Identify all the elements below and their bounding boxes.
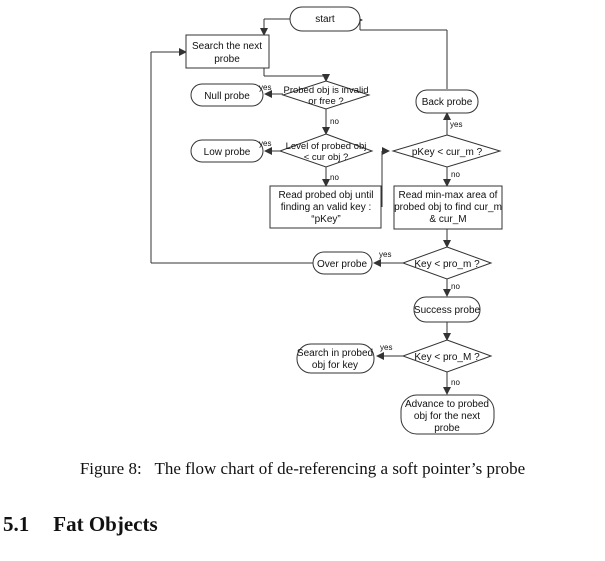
node-start <box>289 6 361 32</box>
section-title: Fat Objects <box>53 512 158 536</box>
node-over-probe <box>312 251 373 275</box>
label-search-in-probed: Search in probed <box>297 348 373 359</box>
edge-label-yes-null: yes <box>259 83 271 92</box>
label-null-probe: Null probe <box>204 91 250 102</box>
edge-label-yes-over: yes <box>379 250 391 259</box>
label-advance-2: obj for the next <box>414 411 480 422</box>
edge-label-no-pro-m: no <box>451 282 460 291</box>
node-pkey-check <box>391 134 502 168</box>
section-number: 5.1 <box>3 512 30 536</box>
node-back-probe <box>415 89 479 114</box>
edge-label-yes-search-in: yes <box>380 343 392 352</box>
label-pkey-check: pKey < cur_m ? <box>412 147 483 158</box>
node-advance <box>400 394 495 435</box>
label-invalid-check-2: or free ? <box>308 96 343 107</box>
label-read-key-2: finding an valid key : <box>281 202 372 213</box>
node-key-pro-m-check <box>401 246 493 280</box>
edge-label-no-level: no <box>330 173 339 182</box>
label-advance: Advance to probed <box>405 399 489 410</box>
figure-caption-label: Figure 8: <box>79 459 142 478</box>
label-search-in-probed-2: obj for key <box>312 360 358 371</box>
figure-caption: Figure 8: The flow chart of de-referenci… <box>0 459 605 479</box>
node-read-minmax <box>393 185 503 230</box>
label-search-next-probe-2: probe <box>214 54 240 65</box>
label-read-minmax: Read min-max area of <box>399 190 498 201</box>
label-read-minmax-3: & cur_M <box>429 214 466 225</box>
node-search-next-probe <box>185 34 270 69</box>
node-low-probe <box>190 139 264 163</box>
edge-label-no-pkey: no <box>451 170 460 179</box>
node-read-key <box>269 185 382 229</box>
node-invalid-check <box>281 80 371 110</box>
label-low-probe: Low probe <box>204 147 251 158</box>
label-level-check: Level of probed obj <box>286 141 367 152</box>
node-key-pro-M-check <box>401 339 493 373</box>
node-level-check <box>278 133 374 168</box>
label-level-check-2: < cur obj ? <box>304 152 349 163</box>
label-read-key: Read probed obj until <box>278 190 373 201</box>
section-heading: 5.1 Fat Objects <box>3 512 158 537</box>
label-read-key-3: “pKey” <box>311 214 340 225</box>
edge-label-yes-low: yes <box>259 139 271 148</box>
label-key-pro-m: Key < pro_m ? <box>414 259 480 270</box>
label-key-pro-M: Key < pro_M ? <box>414 352 480 363</box>
label-read-minmax-2: probed obj to find cur_m <box>394 202 502 213</box>
label-back-probe: Back probe <box>422 97 473 108</box>
label-search-next-probe: Search the next <box>192 41 262 52</box>
node-null-probe <box>190 83 264 107</box>
node-search-in-probed <box>296 343 375 374</box>
node-success-probe <box>413 296 481 323</box>
figure-caption-text: The flow chart of de-referencing a soft … <box>154 459 526 478</box>
label-invalid-check: Probed obj is invalid <box>283 85 368 96</box>
edge-label-no-invalid: no <box>330 117 339 126</box>
label-start: start <box>315 14 335 25</box>
label-over-probe: Over probe <box>317 259 367 270</box>
edge-label-no-pro-M: no <box>451 378 460 387</box>
label-success-probe: Success probe <box>414 305 481 316</box>
label-advance-3: probe <box>434 423 460 434</box>
edge-label-yes-back: yes <box>450 120 462 129</box>
